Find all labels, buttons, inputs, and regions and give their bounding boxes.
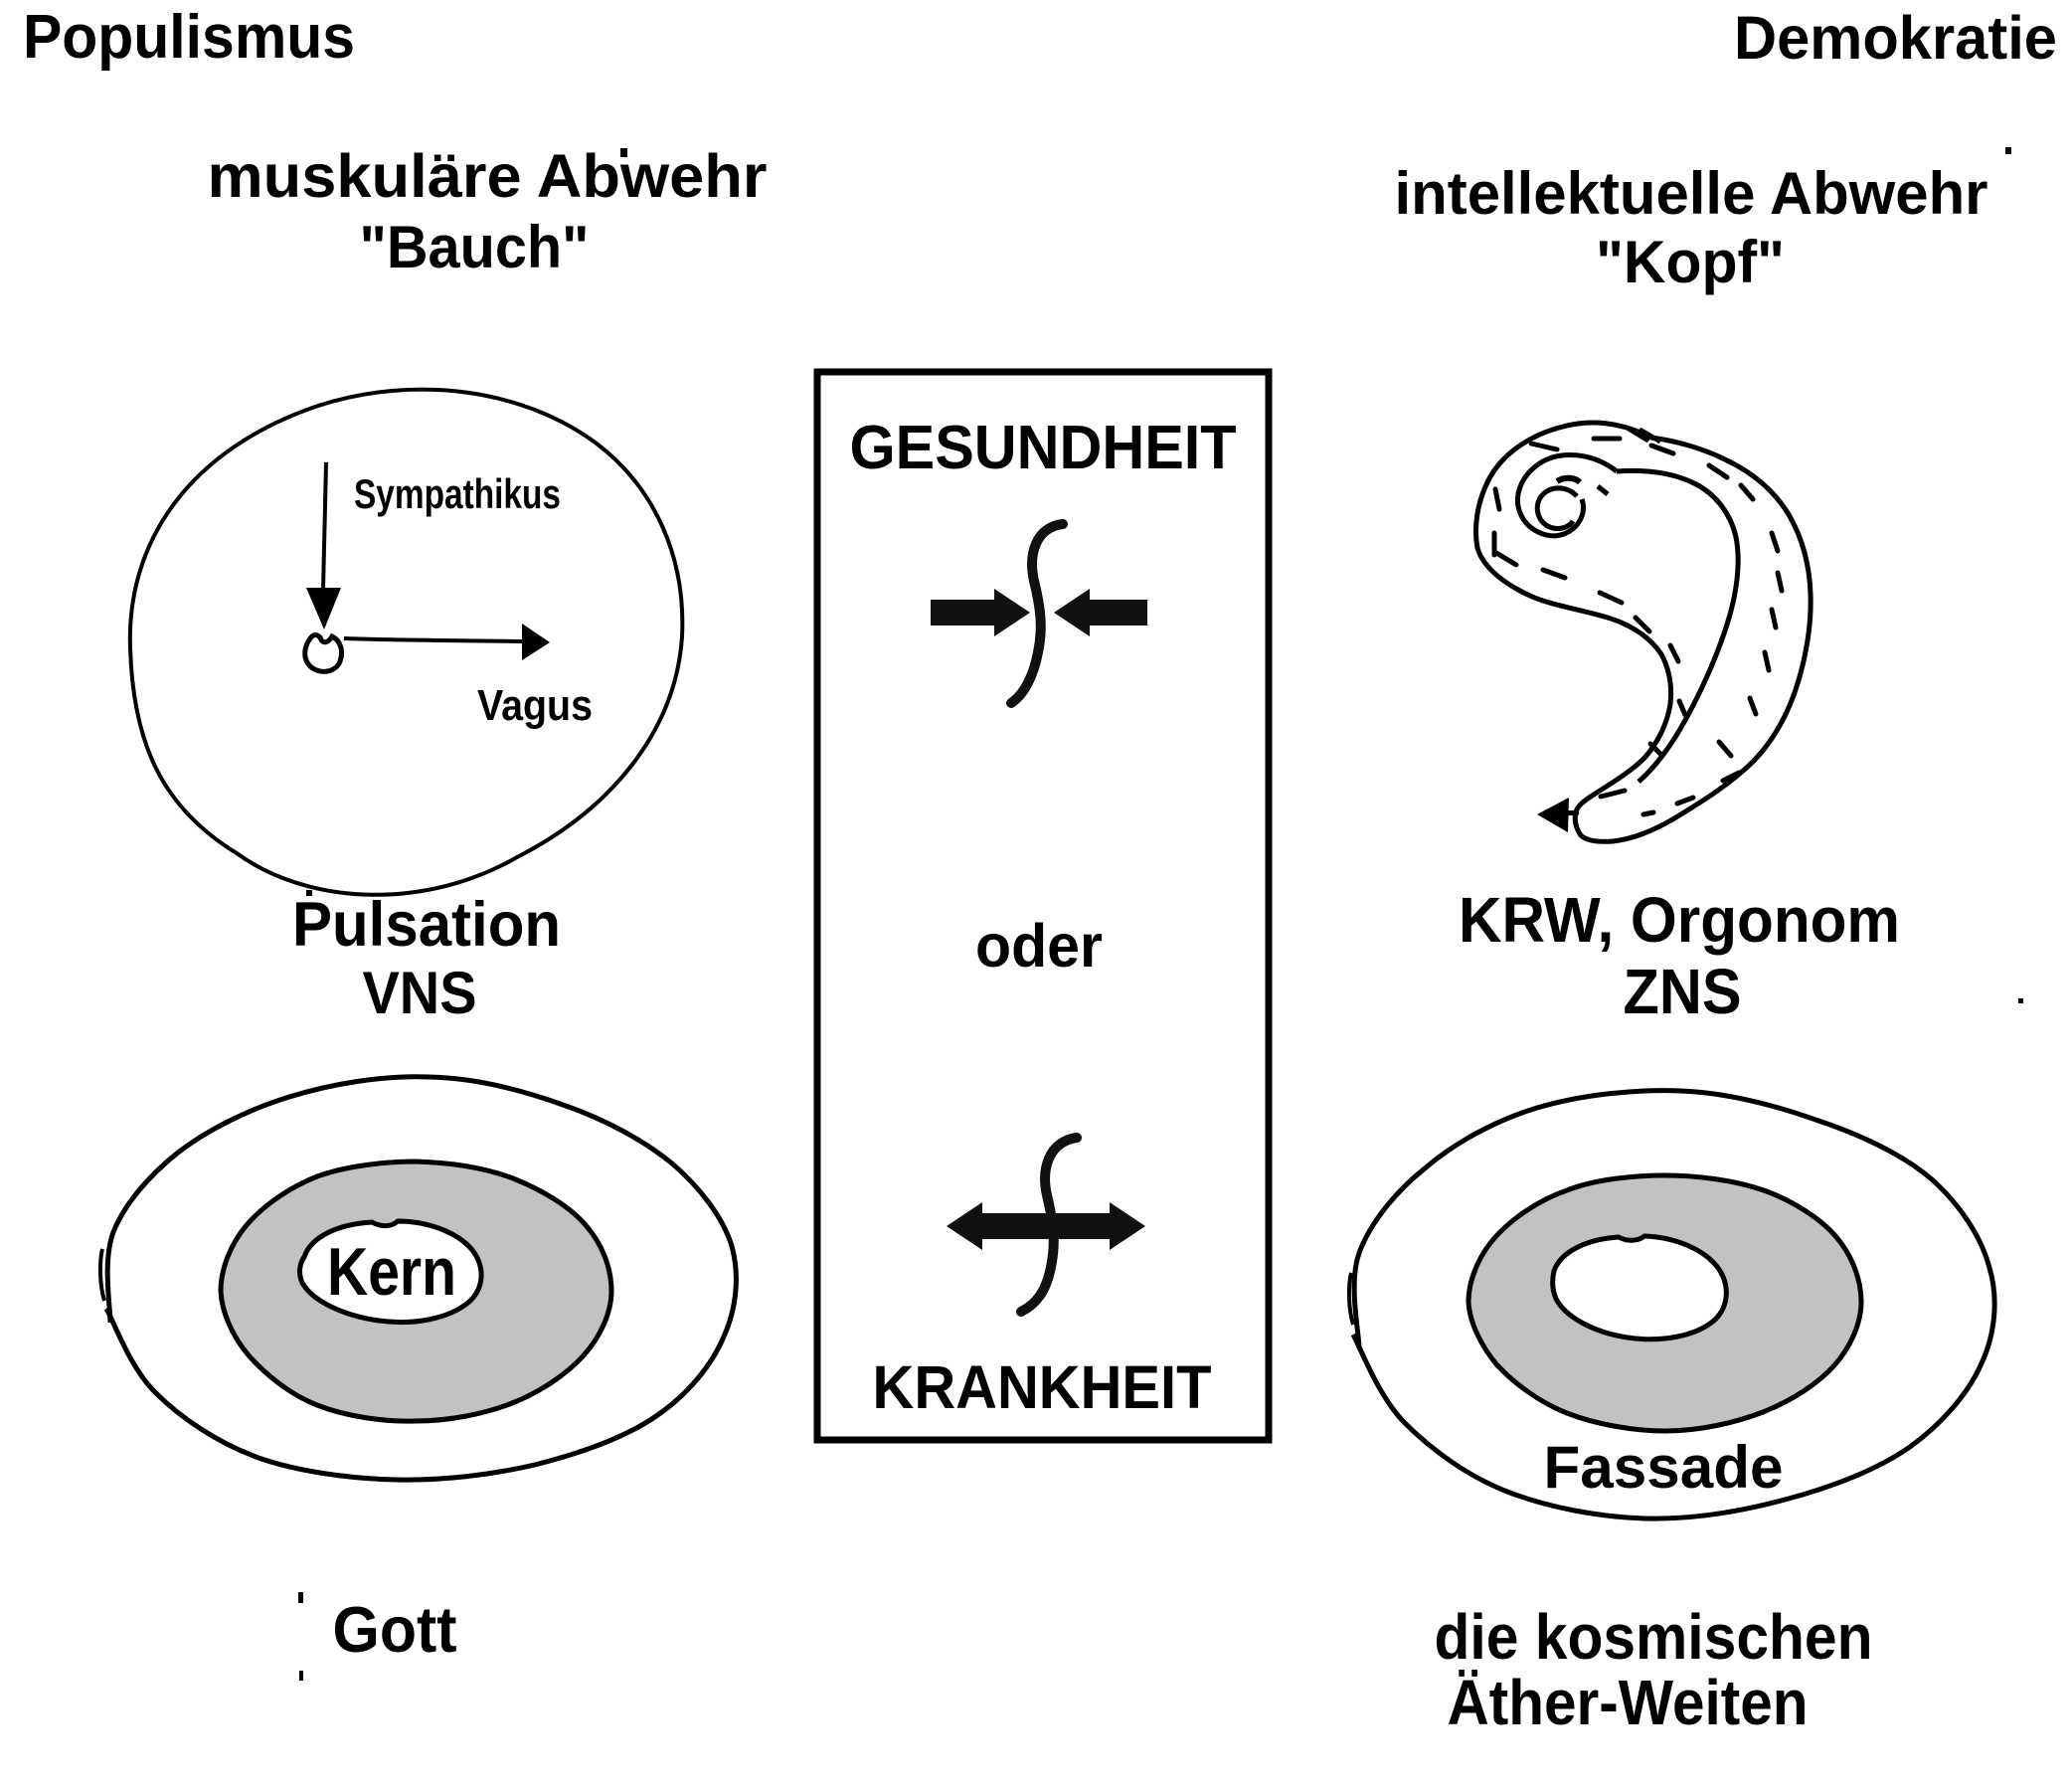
svg-text:GESUNDHEIT: GESUNDHEIT (850, 414, 1237, 482)
svg-text:KRW, Orgonom: KRW, Orgonom (1459, 884, 1900, 956)
svg-text:Kern: Kern (327, 1234, 456, 1310)
svg-text:Gott: Gott (333, 1593, 457, 1666)
svg-text:Vagus: Vagus (477, 681, 593, 730)
svg-text:die kosmischen: die kosmischen (1435, 1601, 1873, 1673)
svg-text:"Bauch": "Bauch" (360, 214, 590, 280)
svg-text:"Kopf": "Kopf" (1596, 229, 1785, 295)
svg-text:intellektuelle Abwehr: intellektuelle Abwehr (1395, 160, 1988, 227)
svg-text:KRANKHEIT: KRANKHEIT (873, 1353, 1212, 1421)
svg-text:Populismus: Populismus (23, 3, 355, 72)
svg-text:Sympathikus: Sympathikus (354, 470, 561, 517)
svg-text:Fassade: Fassade (1544, 1434, 1784, 1501)
svg-text:Äther-Weiten: Äther-Weiten (1448, 1667, 1809, 1738)
svg-text:VNS: VNS (363, 960, 477, 1026)
svg-text:muskuläre Abwehr: muskuläre Abwehr (208, 142, 768, 210)
svg-text:Pulsation: Pulsation (292, 890, 561, 960)
svg-text:Demokratie: Demokratie (1734, 4, 2057, 72)
svg-text:ZNS: ZNS (1624, 956, 1742, 1027)
svg-text:oder: oder (975, 912, 1103, 980)
